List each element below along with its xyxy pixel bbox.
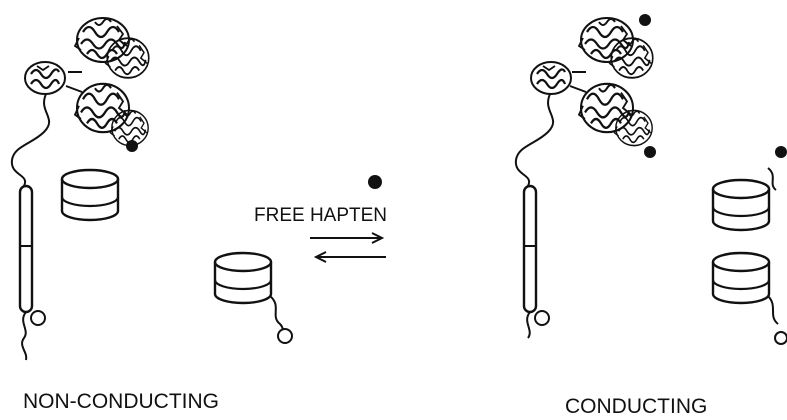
antibody-left [23,16,150,152]
membrane-channel-left [18,184,34,361]
conducting-assembly [514,14,787,345]
linker-tether-right [514,93,555,187]
reverse-arrow [313,251,386,263]
lipid-anchor-left [30,310,46,326]
gramicidin-monomer-free [60,168,120,222]
free-hapten-dot [368,175,382,189]
lipid-anchor-right [534,310,550,326]
gramicidin-dimer-channel [711,146,787,345]
free-hapten-label: FREE HAPTEN [254,205,387,226]
antibody-right [529,14,656,158]
membrane-channel-right [522,184,538,339]
non-conducting-assembly [10,16,150,361]
bound-hapten-dot-bottom [644,146,656,158]
conducting-label: CONDUCTING [565,395,707,418]
non-conducting-label: NON-CONDUCTING [23,390,219,413]
bound-hapten-dot [126,140,138,152]
center-equilibrium: FREE HAPTEN [213,175,387,344]
bound-hapten-dot-top [639,14,651,26]
linker-tether [10,93,51,187]
bound-hapten-dot-channel [775,146,787,158]
forward-arrow [310,232,385,244]
gramicidin-monomer-center [213,251,293,344]
